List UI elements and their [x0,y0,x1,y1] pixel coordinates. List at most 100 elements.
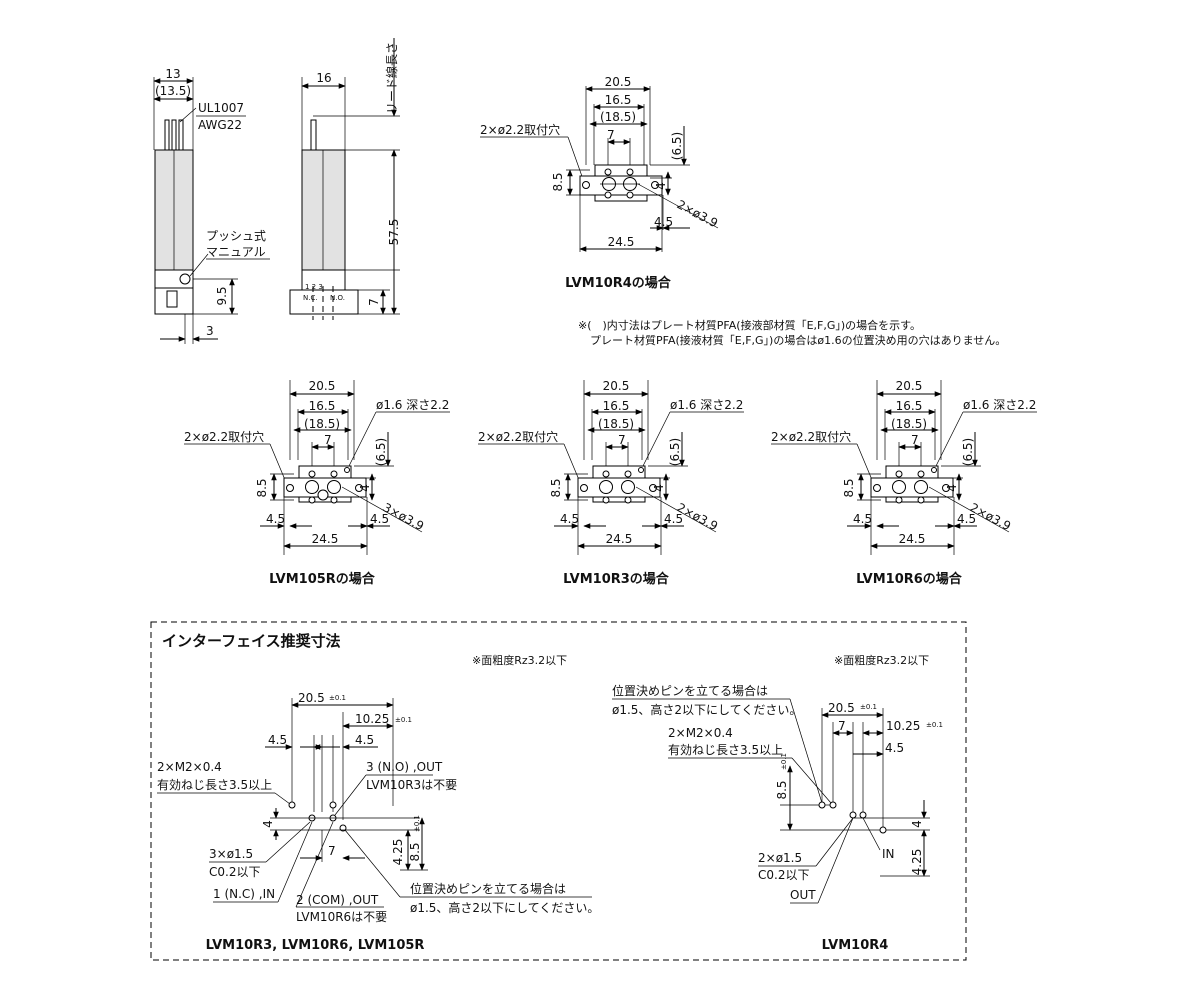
hole [602,470,610,478]
lvm105r-view: 20.516.5(18.5)7ø1.6 深さ2.22×ø2.2取付穴8.5(6.… [184,379,450,587]
port [327,480,341,494]
pin-note-1: 位置決めピンを立てる場合は [410,881,566,896]
dim-20-5: 20.5 [309,379,336,393]
interface-left: ※面粗度Rz3.2以下 20.5 ±0.1 10.25 ±0.1 4.5 4.5… [157,653,599,953]
hole [895,470,903,478]
dim-7: 7 [838,719,846,733]
chamfer: C0.2以下 [758,868,809,882]
hole [330,470,338,478]
hole [330,496,338,504]
lead-length-label: リード線長さ [384,42,399,114]
dim-24-5: 24.5 [606,532,633,546]
caption: LVM10R3の場合 [563,571,670,587]
port-in: IN [882,847,895,861]
dim-16-5: 16.5 [605,93,632,107]
port [317,489,329,501]
dim-line [346,411,377,471]
mount-flange [577,477,661,498]
mount-holes: 2×ø2.2取付穴 [184,429,264,444]
dim-57-5: 57.5 [387,219,401,246]
dim-7: 7 [367,298,381,306]
dim-24-5: 24.5 [312,532,339,546]
port-holes: 2×ø3.9 [675,197,721,230]
thread-length: 有効ねじ長さ3.5以上 [668,742,783,757]
port [621,480,635,494]
mount-holes: 2×ø2.2取付穴 [480,122,560,137]
dim-18-5: (18.5) [600,110,636,124]
dim-4-5: 4.5 [885,741,904,755]
dim-8-5: 8.5 [549,478,563,497]
pin-note-1: 位置決めピンを立てる場合は [612,683,768,698]
hole [580,484,588,492]
dim-7: 7 [618,433,626,447]
dim-16-5: 16.5 [603,399,630,413]
dim-7: 7 [911,433,919,447]
dim-4-5: 4.5 [355,733,374,747]
hole [638,467,644,473]
pin-numbers: 1 2 3 [305,283,323,291]
thread-length: 有効ねじ長さ3.5以上 [157,777,272,792]
port-out: OUT [790,888,816,902]
dim-4-5: 4.5 [957,512,976,526]
chamfer: C0.2以下 [209,865,260,879]
holes: 2×ø1.5 [758,851,802,865]
hole [931,467,937,473]
dim-4-5: 4.5 [370,512,389,526]
hole [344,467,350,473]
hole [355,484,363,492]
dim-4: 4 [261,820,275,828]
lvm10r4-view: 20.5 16.5 (18.5) 7 2×ø2.2取付穴 8.5 (6.5) [480,75,720,291]
port-3: 3 (N.O) ,OUT [366,760,443,774]
dim-line [635,486,717,533]
dim-4: 4 [654,182,668,190]
dim-24-5: 24.5 [899,532,926,546]
note-line-1: ※( )内寸法はプレート材質PFA(接液部材質「E,F,G」)の場合を示す。 [578,318,921,332]
tol: ±0.1 [413,815,421,832]
dim-10-25: 10.25 [886,719,920,733]
dim-6-5: (6.5) [961,438,975,466]
hole [308,470,316,478]
port [599,480,613,494]
dim-13: 13 [165,67,180,81]
dim-4-5: 4.5 [268,733,287,747]
dim-7: 7 [324,433,332,447]
dim-8-5: 8.5 [842,478,856,497]
mount-flange [870,477,954,498]
pin-note-2: ø1.5、高さ2以下にしてください。 [410,900,599,915]
hole [602,496,610,504]
tol: ±0.1 [860,703,877,711]
dim-20-5: 20.5 [298,691,325,705]
dim-18-5: (18.5) [304,417,340,431]
dim-8-5: 8.5 [551,172,565,191]
dim-4-5: 4.5 [853,512,872,526]
hole [917,496,925,504]
dim-20-5: 20.5 [896,379,923,393]
dim-8-5: 8.5 [255,478,269,497]
mount-holes: 2×ø2.2取付穴 [478,429,558,444]
dim-20-5: 20.5 [605,75,632,89]
dim-8-5: 8.5 [408,842,422,861]
no-label: N.O. [330,294,345,302]
hole [308,496,316,504]
dim-20-5: 20.5 [828,701,855,715]
caption-interface-left: LVM10R3, LVM10R6, LVM105R [206,938,425,953]
m2-thread: 2×M2×0.4 [157,760,222,774]
r6-note: LVM10R6は不要 [296,910,387,924]
front-view: 16 リード線長さ 1 2 3 N.C. N.O. 57.5 7 [289,38,401,320]
dim-20-5: 20.5 [603,379,630,393]
m2-thread: 2×M2×0.4 [668,726,733,740]
caption: LVM105Rの場合 [269,571,376,587]
pin-hole-note: ø1.6 深さ2.2 [963,398,1036,412]
holes: 3×ø1.5 [209,847,253,861]
dim-line [933,411,964,471]
caption-interface-right: LVM10R4 [822,938,889,953]
dim-7: 7 [607,128,615,142]
hole [895,496,903,504]
push-label-1: プッシュ式 [206,229,266,243]
dim-4: 4 [910,820,924,828]
nc-label: N.C. [303,294,318,302]
port-2: 2 (COM) ,OUT [296,893,379,907]
tol: ±0.1 [926,721,943,729]
caption-r4: LVM10R4の場合 [565,275,672,291]
ul-label: UL1007 [198,101,244,115]
